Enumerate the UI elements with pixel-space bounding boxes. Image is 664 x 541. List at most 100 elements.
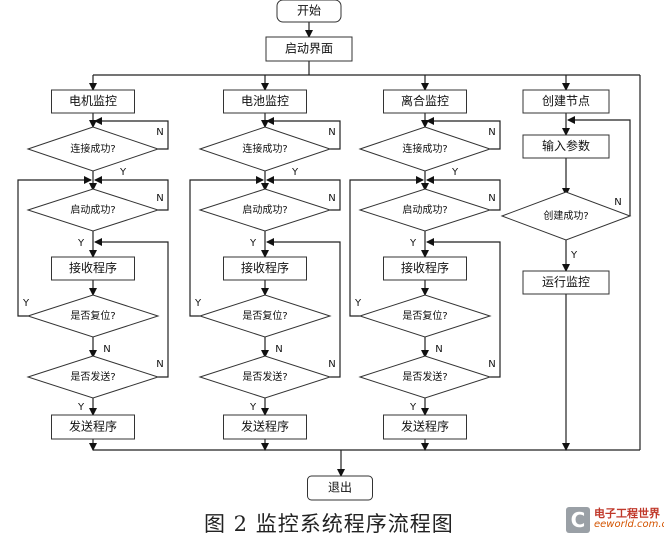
- reset-no-label: N: [275, 344, 282, 355]
- send-decision-0-label: 是否发送?: [70, 370, 115, 383]
- reset-decision-1: [198, 294, 332, 338]
- created-yes-label: Y: [570, 250, 578, 261]
- reset-decision-2: [358, 294, 492, 338]
- reset-yes-label: Y: [22, 298, 30, 309]
- monitor-process-1-label: 电池监控: [241, 94, 289, 108]
- reset-decision-1-label: 是否复位?: [242, 309, 287, 322]
- send-process-0: [51, 414, 135, 440]
- reset-yes-loop: [189, 176, 264, 317]
- reset-no-label: N: [103, 344, 110, 355]
- send-no-label: N: [488, 359, 495, 370]
- connect-decision-2: [358, 126, 492, 172]
- connect-no-label: N: [328, 127, 335, 138]
- figure-caption: 图 2 监控系统程序流程图: [204, 512, 454, 536]
- send-no-loop: [94, 238, 169, 378]
- reset-yes-loop: [17, 176, 92, 317]
- startup-decision-1-label: 启动成功?: [242, 203, 287, 216]
- connect-no-loop: [266, 117, 341, 150]
- receive-process-1-label: 接收程序: [241, 260, 289, 275]
- startup-no-loop: [426, 176, 501, 211]
- monitor-process-1: [223, 89, 307, 114]
- startup-no-loop: [266, 176, 341, 211]
- startup-no-loop: [94, 176, 169, 211]
- startup-no-label: N: [156, 193, 163, 204]
- monitor-process-2: [383, 89, 467, 114]
- startup-decision-0: [26, 188, 160, 232]
- monitor-process-0-label: 电机监控: [69, 94, 117, 108]
- connect-no-loop: [426, 117, 501, 150]
- receive-process-1: [223, 256, 307, 281]
- logo-site: eeworld.com.cn: [594, 519, 664, 530]
- connect-no-loop: [94, 117, 169, 150]
- exit-terminal-label: 退出: [328, 481, 352, 495]
- reset-decision-0: [26, 294, 160, 338]
- reset-yes-label: Y: [194, 298, 202, 309]
- start-terminal: [276, 0, 342, 23]
- monitor-process-2-label: 离合监控: [401, 93, 449, 108]
- init-process: [265, 36, 353, 62]
- startup-decision-0-label: 启动成功?: [70, 203, 115, 216]
- connect-decision-2-label: 连接成功?: [402, 142, 447, 155]
- startup-decision-2: [358, 188, 492, 232]
- exit-terminal: [307, 475, 373, 501]
- input-params-process-label: 输入参数: [542, 138, 590, 153]
- startup-no-label: N: [488, 193, 495, 204]
- startup-no-label: N: [328, 193, 335, 204]
- startup-yes-label: Y: [249, 238, 257, 249]
- send-process-1-label: 发送程序: [241, 419, 289, 434]
- connect-decision-0: [26, 126, 160, 172]
- connect-yes-label: Y: [451, 167, 459, 178]
- send-decision-0: [26, 355, 160, 399]
- startup-yes-label: Y: [77, 238, 85, 249]
- connect-decision-0-label: 连接成功?: [70, 142, 115, 155]
- created-no-loop: [567, 116, 631, 216]
- send-decision-2-label: 是否发送?: [402, 370, 447, 383]
- send-yes-label: Y: [409, 402, 417, 413]
- send-decision-2: [358, 355, 492, 399]
- eeworld-logo: C 电子工程世界 eeworld.com.cn: [566, 505, 664, 539]
- startup-decision-2-label: 启动成功?: [402, 203, 447, 216]
- logo-mark-icon: C: [566, 507, 590, 533]
- send-no-label: N: [328, 359, 335, 370]
- create-node-process: [522, 89, 610, 114]
- send-decision-1: [198, 355, 332, 399]
- connect-decision-1-label: 连接成功?: [242, 142, 287, 155]
- created-decision: [500, 191, 632, 241]
- send-yes-label: Y: [77, 402, 85, 413]
- connect-yes-label: Y: [291, 167, 299, 178]
- create-node-process-label: 创建节点: [542, 94, 590, 108]
- reset-decision-0-label: 是否复位?: [70, 309, 115, 322]
- send-process-2: [383, 414, 467, 440]
- send-no-loop: [266, 238, 341, 378]
- receive-process-0-label: 接收程序: [69, 260, 117, 275]
- startup-decision-1: [198, 188, 332, 232]
- created-decision-label: 创建成功?: [543, 209, 588, 222]
- input-params-process: [522, 134, 610, 159]
- send-no-label: N: [156, 359, 163, 370]
- connect-no-label: N: [156, 127, 163, 138]
- send-process-1: [223, 414, 307, 440]
- send-process-2-label: 发送程序: [401, 419, 449, 434]
- startup-yes-label: Y: [409, 238, 417, 249]
- send-process-0-label: 发送程序: [69, 419, 117, 434]
- reset-no-label: N: [435, 344, 442, 355]
- connect-decision-1: [198, 126, 332, 172]
- receive-process-2-label: 接收程序: [401, 260, 449, 275]
- reset-decision-2-label: 是否复位?: [402, 309, 447, 322]
- logo-name: 电子工程世界: [594, 507, 660, 520]
- connect-no-label: N: [488, 127, 495, 138]
- receive-process-2: [383, 256, 467, 281]
- run-monitor-process-label: 运行监控: [542, 275, 590, 289]
- send-yes-label: Y: [249, 402, 257, 413]
- start-terminal-label: 开始: [297, 4, 321, 18]
- send-no-loop: [426, 238, 501, 378]
- run-monitor-process: [522, 270, 610, 295]
- connect-yes-label: Y: [119, 167, 127, 178]
- created-no-label: N: [614, 197, 621, 208]
- receive-process-0: [51, 256, 135, 281]
- monitor-process-0: [51, 89, 135, 114]
- send-decision-1-label: 是否发送?: [242, 370, 287, 383]
- reset-yes-label: Y: [354, 298, 362, 309]
- init-process-label: 启动界面: [285, 42, 333, 56]
